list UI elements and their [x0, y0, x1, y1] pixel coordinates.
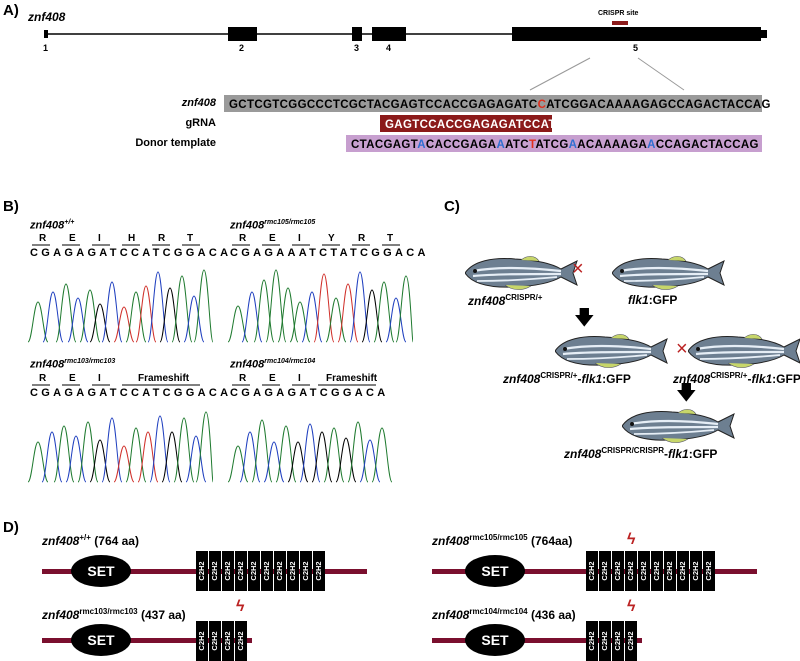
mutated-base: C	[537, 99, 547, 111]
exon-2	[228, 27, 257, 41]
fish-label-cross2-right: znf408CRISPR/+-flk1:GFP	[673, 371, 800, 386]
exon-1	[44, 30, 48, 38]
zf-domain-label: C2H2	[275, 561, 284, 580]
zf-domain-label: C2H2	[613, 631, 622, 650]
zf-domain-label: C2H2	[210, 561, 219, 580]
crispr-site-marker	[612, 21, 628, 25]
fish-icon-znf408-crispr	[465, 255, 579, 291]
zf-domain-label: C2H2	[197, 561, 206, 580]
zf-domains-rmc104: C2H2 C2H2 C2H2 C2H2	[586, 621, 637, 661]
set-domain-rmc105: SET	[465, 555, 525, 587]
fish-icon-homozygous	[622, 408, 736, 444]
protein-backbone-rmc104	[432, 638, 642, 643]
zf-domain-label: C2H2	[236, 631, 245, 650]
chromatogram-wt	[28, 269, 213, 343]
fish-label-flk1-gfp: flk1:GFP	[628, 293, 678, 307]
bases-wt: CGAGAGATCCATCGGACA	[30, 247, 232, 259]
bases-rmc104: CGAGAGATCGGACA	[230, 387, 389, 399]
exon-label-2: 2	[239, 43, 245, 53]
chromatogram-rmc103	[28, 411, 213, 483]
zf-domain-label: C2H2	[314, 561, 323, 580]
protein-label-wt: znf408+/+ (764 aa)	[42, 533, 139, 548]
zf-domain-label: C2H2	[613, 561, 622, 580]
zf-domain-label: C2H2	[600, 561, 609, 580]
mutation-bolt-icon-rmc103: ϟ	[236, 598, 245, 615]
set-domain-rmc103: SET	[71, 624, 131, 656]
zf-domain-label: C2H2	[223, 561, 232, 580]
znf408-sequence: GCTCGTCGGCCCTCGCTACGAGTCCACCGAGAGATCCATC…	[224, 95, 771, 112]
zf-domains-rmc103: C2H2 C2H2 C2H2 C2H2	[196, 621, 247, 661]
chromatogram-rmc104	[228, 419, 393, 483]
zf-domain-label: C2H2	[288, 561, 297, 580]
zf-domain-label: C2H2	[249, 561, 258, 580]
fish-label-homozygous: znf408CRISPR/CRISPR-flk1:GFP	[564, 446, 718, 461]
zf-domain-label: C2H2	[626, 561, 635, 580]
exon-label-3: 3	[354, 43, 360, 53]
zf-domain-label: C2H2	[223, 631, 232, 650]
set-domain-rmc104: SET	[465, 624, 525, 656]
fish-icon-cross2-right	[688, 333, 800, 369]
zf-domain-label: C2H2	[600, 631, 609, 650]
chromatogram-rmc105	[228, 269, 413, 343]
zf-domains-rmc105: C2H2 C2H2 C2H2 C2H2 C2H2 C2H2 C2H2 C2H2 C2H2 C2H2	[586, 551, 715, 591]
zf-domain-label: C2H2	[587, 631, 596, 650]
cross-icon-2: ×	[676, 338, 688, 360]
trace-title-rmc105: znf408rmc105/rmc105	[230, 219, 316, 232]
donor-template-sequence: CTACGAGTACACCGAGAAATCTATCGAACAAAAGAACCAG…	[346, 135, 762, 152]
grna-sequence: GAGTCCACCGAGAGATCCAT	[380, 115, 555, 132]
arrow-down-icon-2: 🡇	[676, 382, 697, 404]
zf-domain-label: C2H2	[210, 631, 219, 650]
row-label-donor-template: Donor template	[135, 137, 216, 149]
exon-3	[352, 27, 362, 41]
zf-domain-label: C2H2	[197, 631, 206, 650]
bases-rmc103: CGAGAGATCCATCGGACA	[30, 387, 232, 399]
exon-5	[512, 27, 761, 41]
gene-name: znf408	[28, 10, 66, 24]
protein-label-rmc105: znf408rmc105/rmc105 (764aa)	[432, 533, 573, 548]
zf-domain-label: C2H2	[301, 561, 310, 580]
zf-domain-label: C2H2	[639, 561, 648, 580]
zf-domain-label: C2H2	[587, 561, 596, 580]
zf-domain-label: C2H2	[262, 561, 271, 580]
fish-icon-flk1-gfp	[612, 255, 726, 291]
zf-domain-label: C2H2	[665, 561, 674, 580]
exon-label-1: 1	[43, 43, 49, 53]
gene-structure-diagram	[44, 21, 767, 91]
exon-4	[372, 27, 406, 41]
cross-icon-1: ×	[572, 258, 584, 280]
mutation-bolt-icon-rmc105: ϟ	[627, 531, 636, 548]
zf-domain-label: C2H2	[236, 561, 245, 580]
exon-label-4: 4	[386, 43, 392, 53]
panel-b-label: B)	[3, 198, 19, 215]
zf-domain-label: C2H2	[691, 561, 700, 580]
row-label-grna: gRNA	[185, 117, 216, 129]
zf-domains-wt: C2H2 C2H2 C2H2 C2H2 C2H2 C2H2 C2H2 C2H2 C2H2 C2H2	[196, 551, 325, 591]
trace-title-wt: znf408+/+	[30, 219, 75, 232]
zf-domain-label: C2H2	[678, 561, 687, 580]
trace-title-rmc104: znf408rmc104/rmc104	[230, 358, 316, 371]
panel-c-label: C)	[444, 198, 460, 215]
protein-label-rmc104: znf408rmc104/rmc104 (436 aa)	[432, 607, 576, 622]
panel-a-label: A)	[3, 2, 19, 19]
zf-domain-label: C2H2	[704, 561, 713, 580]
trace-title-rmc103: znf408rmc103/rmc103	[30, 358, 116, 371]
arrow-down-icon-1: 🡇	[574, 307, 595, 329]
crispr-site-label: CRISPR site	[598, 10, 639, 17]
bases-rmc105: CGAGAAATCTATCGGACA	[230, 247, 429, 259]
exon-label-5: 5	[633, 43, 639, 53]
fish-label-cross2-left: znf408CRISPR/+-flk1:GFP	[503, 371, 631, 386]
row-label-znf408: znf408	[181, 97, 216, 109]
set-domain-wt: SET	[71, 555, 131, 587]
zf-domain-label: C2H2	[652, 561, 661, 580]
fish-icon-cross2-left	[555, 333, 669, 369]
mutation-bolt-icon-rmc104: ϟ	[627, 598, 636, 615]
panel-d-label: D)	[3, 519, 19, 536]
zf-domain-label: C2H2	[626, 631, 635, 650]
fish-label-znf408-crispr: znf408CRISPR/+	[468, 293, 543, 308]
protein-label-rmc103: znf408rmc103/rmc103 (437 aa)	[42, 607, 186, 622]
protein-backbone-rmc103	[42, 638, 252, 643]
